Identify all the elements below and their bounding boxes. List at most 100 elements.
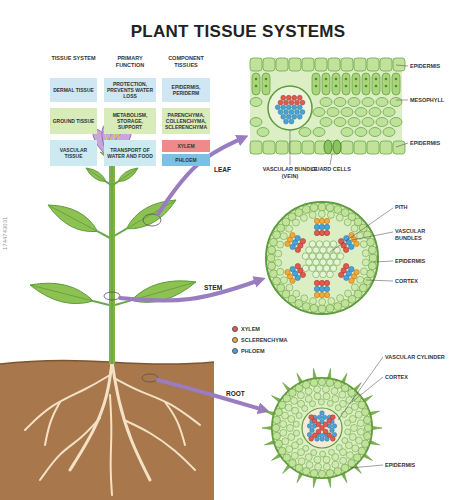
part-label: TISSUE SYSTEM — [50, 55, 97, 62]
phloem-cell — [344, 275, 349, 280]
cortex-cell — [294, 430, 300, 436]
epidermis-cell — [289, 389, 297, 397]
root-line — [110, 395, 112, 495]
epidermis-cell — [267, 254, 275, 262]
epidermis-cell — [368, 246, 376, 254]
spongy-cell — [355, 108, 367, 117]
xylem-cell — [330, 415, 335, 420]
epidermis-cell — [358, 401, 366, 409]
table-cell: PARENCHYMA, COLLENCHYMA, SCLERENCHYMA — [162, 108, 210, 134]
stem-outline — [266, 202, 378, 314]
leaf-section — [250, 58, 405, 154]
epidermis-cell — [268, 246, 276, 254]
pith-cell — [309, 241, 316, 248]
leader-line — [330, 154, 332, 165]
palisade-cell — [382, 73, 390, 95]
epidermis-cell — [326, 304, 334, 312]
phloem-cell — [292, 105, 297, 110]
cortex-cell — [277, 268, 284, 275]
xylem-cell — [314, 280, 319, 285]
phloem-cell — [275, 105, 280, 110]
chloroplast — [375, 78, 378, 81]
cell-text: GROUND TISSUE — [53, 118, 95, 124]
root-line — [114, 378, 200, 425]
legend-text: SCLERENCHYMA — [241, 337, 287, 343]
pith-cell — [330, 241, 337, 248]
cortex-cell — [346, 397, 353, 404]
pith-cell — [330, 253, 337, 260]
legend-entry: SCLERENCHYMA — [232, 337, 287, 343]
root-line — [165, 402, 185, 445]
cortex-cell — [306, 461, 313, 468]
cortex-cell — [357, 276, 364, 283]
cortex-cell — [351, 425, 358, 432]
xylem-cell — [319, 280, 324, 285]
cortex-cell — [357, 420, 364, 427]
phloem-cell — [295, 235, 300, 240]
part-label: VASCULAR CYLINDER — [385, 354, 470, 361]
epidermis-cell — [328, 58, 340, 71]
cortex-cell — [346, 452, 353, 459]
phloem-cell — [297, 105, 302, 110]
cortex-cell — [335, 405, 341, 411]
stem-section — [266, 202, 378, 314]
cortex-cell — [344, 219, 351, 226]
xylem-cell — [327, 418, 332, 423]
xylem-cell — [289, 100, 294, 105]
pith-cell — [323, 265, 330, 272]
soil-edge — [0, 360, 214, 364]
phloem-cell — [278, 110, 283, 115]
pith-cell — [334, 247, 341, 254]
cortex-cell — [297, 439, 303, 445]
cortex-cell — [311, 450, 317, 456]
epidermis-cell — [367, 238, 375, 246]
epidermis-cell — [318, 305, 326, 313]
pith-cell — [330, 265, 337, 272]
leaf-blade — [48, 205, 98, 232]
phloem-cell — [319, 224, 324, 229]
chloroplast — [395, 85, 398, 88]
chloroplast — [315, 85, 318, 88]
epidermis-cell — [263, 141, 275, 154]
chloroplast — [315, 78, 318, 81]
cortex-cell — [337, 295, 344, 302]
leaf-midrib — [48, 205, 98, 231]
guard-cell — [333, 140, 341, 154]
palisade-cell — [362, 73, 370, 95]
epidermis-cell — [283, 395, 291, 403]
cortex-cell — [327, 211, 334, 218]
cortex-cell — [275, 259, 282, 266]
spongy-cell — [390, 118, 402, 127]
spongy-cell — [369, 108, 381, 117]
palisade-cell — [312, 73, 320, 95]
phloem-cell — [286, 114, 291, 119]
xylem-cell — [295, 100, 300, 105]
chloroplast — [355, 78, 358, 81]
epidermis-cell — [341, 58, 353, 71]
leader-line — [396, 65, 408, 66]
xylem-cell — [324, 230, 329, 235]
epidermis-cell — [302, 381, 310, 389]
cortex-cell — [331, 388, 338, 395]
phloem-cell — [292, 114, 297, 119]
sclerenchyma-cell — [290, 232, 295, 237]
phloem-cell — [290, 266, 295, 271]
epidermis-cell — [358, 447, 366, 455]
xylem-cell — [292, 95, 297, 100]
cortex-cell — [318, 399, 324, 405]
xylem-cell — [320, 426, 325, 431]
sclerenchyma-cell — [324, 292, 329, 297]
cortex-cell — [339, 391, 346, 398]
epidermis-cell — [276, 58, 288, 71]
cortex-cell — [351, 225, 358, 232]
xylem-cell — [338, 272, 343, 277]
phloem-cell — [281, 114, 286, 119]
legend-text: PHLOEM — [241, 348, 265, 354]
cortex-cell — [280, 421, 287, 428]
chloroplast — [385, 78, 388, 81]
leaf-midrib — [30, 285, 93, 301]
chloroplast — [255, 85, 258, 88]
organ-label: ROOT — [226, 390, 256, 398]
leaf-petiole — [113, 182, 118, 185]
